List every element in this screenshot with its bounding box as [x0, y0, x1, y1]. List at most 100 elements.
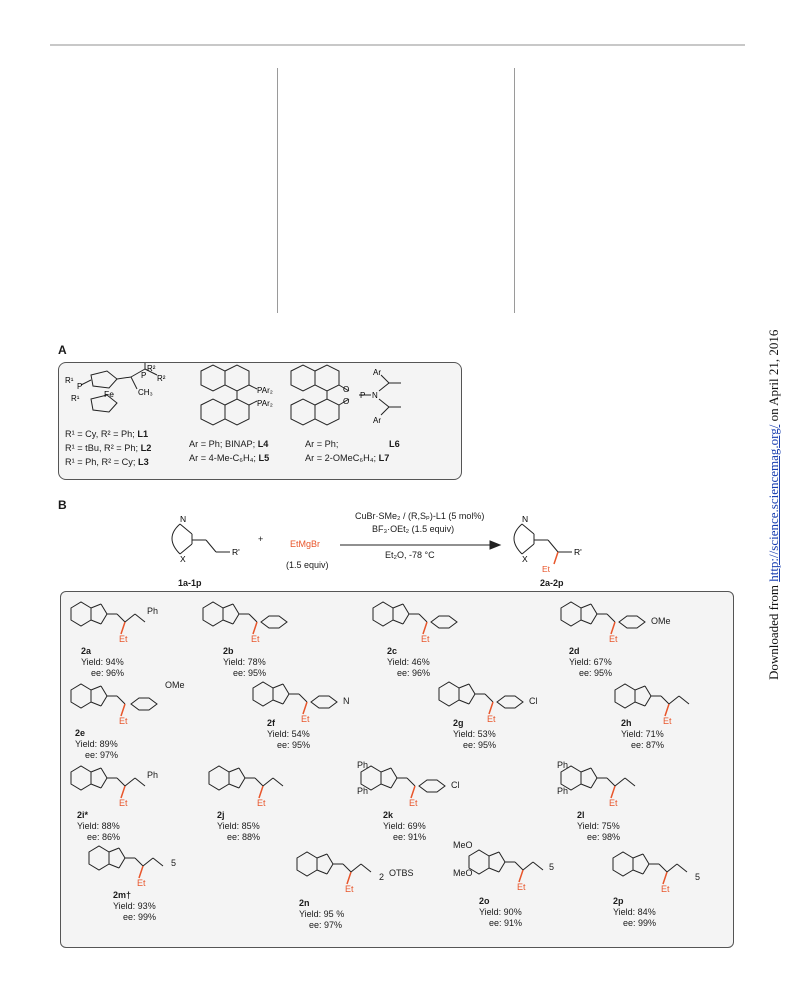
compound-2g: 2g Yield: 53% ee: 95%	[453, 718, 496, 751]
compound-2e: 2e Yield: 89% ee: 97%	[75, 728, 118, 761]
condition-2: BF₃·OEt₂ (1.5 equiv)	[372, 524, 455, 534]
compound-ee: ee: 98%	[587, 832, 621, 842]
scheme-et: Et	[542, 564, 551, 574]
ph-2l-top: Ph	[557, 760, 569, 770]
ligand-l7-id: L7	[378, 453, 390, 463]
compound-id: 2n	[299, 898, 310, 908]
top-rule	[50, 44, 745, 46]
et-label-2j: Et	[257, 798, 266, 808]
compound-yield: Yield: 67%	[569, 657, 612, 667]
o-label-top: O	[343, 385, 349, 394]
compound-ee: ee: 95%	[277, 740, 311, 750]
compound-yield: Yield: 78%	[223, 657, 266, 667]
r2-label-top: R²	[147, 364, 156, 373]
compound-yield: Yield: 95 %	[299, 909, 345, 919]
et-label-2o: Et	[517, 882, 526, 892]
product-id: 2a-2p	[540, 578, 564, 588]
compound-yield: Yield: 94%	[81, 657, 124, 667]
compound-id: 2h	[621, 718, 632, 728]
compound-yield: Yield: 75%	[577, 821, 620, 831]
ligand-l6: Ar = Ph; L6	[305, 439, 400, 449]
compound-ee: ee: 97%	[309, 920, 343, 930]
et-label-2e: Et	[119, 716, 128, 726]
otbs-2n: OTBS	[389, 868, 414, 878]
compound-id: 2m†	[113, 890, 132, 900]
ligand-l1: R¹ = Cy, R² = Ph; L1	[65, 429, 148, 439]
et-label-2a: Et	[119, 634, 128, 644]
ligand-l7-desc: Ar = 2-OMeC₆H₄;	[305, 453, 377, 463]
compound-ee: ee: 87%	[631, 740, 665, 750]
ph-2a: Ph	[147, 606, 159, 616]
compound-id: 2d	[569, 646, 580, 656]
ph-2k-top: Ph	[357, 760, 369, 770]
et-label-2m: Et	[137, 878, 146, 888]
compound-2i: 2i* Yield: 88% ee: 86%	[77, 810, 120, 843]
download-note-prefix: Downloaded from	[766, 581, 781, 680]
scheme-r-right: R'	[574, 547, 582, 557]
sub5-2o: 5	[549, 862, 555, 872]
ph-2i: Ph	[147, 770, 159, 780]
ligand-l3-desc: R¹ = Ph, R² = Cy;	[65, 457, 136, 467]
column-divider-left	[277, 68, 278, 313]
column-divider-right	[514, 68, 515, 313]
compound-2h: 2h Yield: 71% ee: 87%	[621, 718, 664, 751]
compound-yield: Yield: 90%	[479, 907, 522, 917]
compound-2k: 2k Yield: 69% ee: 91%	[383, 810, 426, 843]
sub5-2m: 5	[171, 858, 177, 868]
cl-2g: Cl	[529, 696, 538, 706]
ligand-l5: Ar = 4-Me-C₆H₄; L5	[189, 453, 269, 463]
compound-ee: ee: 95%	[233, 668, 267, 678]
meo-2o-top: MeO	[453, 840, 473, 850]
p-label-right: P	[141, 371, 146, 380]
compound-yield: Yield: 54%	[267, 729, 310, 739]
download-note: Downloaded from http://science.sciencema…	[760, 300, 790, 680]
r1-label-bottom: R¹	[71, 394, 80, 403]
scheme-n-right: N	[522, 514, 528, 524]
compound-yield: Yield: 71%	[621, 729, 664, 739]
condition-3: Et₂O, -78 °C	[385, 550, 435, 560]
compound-2n: 2n Yield: 95 % ee: 97%	[299, 898, 344, 931]
ligand-l7: Ar = 2-OMeC₆H₄; L7	[305, 453, 389, 463]
compound-2c: 2c Yield: 46% ee: 96%	[387, 646, 430, 679]
fe-label: Fe	[104, 389, 114, 399]
ligand-l2: R¹ = tBu, R² = Ph; L2	[65, 443, 151, 453]
ch3-label: CH₃	[138, 388, 153, 397]
ligand-l4: Ar = Ph; BINAP; L4	[189, 439, 268, 449]
ar-label-bottom: Ar	[373, 416, 381, 425]
compound-id: 2a	[81, 646, 92, 656]
product-structures	[70, 601, 690, 885]
ligand-l4-id: L4	[257, 439, 269, 449]
compound-yield: Yield: 53%	[453, 729, 496, 739]
compound-ee: ee: 91%	[489, 918, 523, 928]
et-label-2n: Et	[345, 884, 354, 894]
compound-2d: 2d Yield: 67% ee: 95%	[569, 646, 612, 679]
reaction-scheme: N X R' N X R' Et	[171, 514, 582, 574]
ligand-l2-desc: R¹ = tBu, R² = Ph;	[65, 443, 139, 453]
compound-yield: Yield: 88%	[77, 821, 120, 831]
compound-id: 2l	[577, 810, 585, 820]
compound-ee: ee: 86%	[87, 832, 121, 842]
ligand-l1-desc: R¹ = Cy, R² = Ph;	[65, 429, 135, 439]
compound-ee: ee: 88%	[227, 832, 261, 842]
et-label-2b: Et	[251, 634, 260, 644]
compound-ee: ee: 91%	[393, 832, 427, 842]
reagent-name: EtMgBr	[290, 539, 321, 549]
download-note-suffix: on April 21, 2016	[766, 329, 781, 425]
meo-2o-bottom: MeO	[453, 868, 473, 878]
compound-2m: 2m† Yield: 93% ee: 99%	[113, 890, 156, 923]
compound-id: 2p	[613, 896, 624, 906]
r2-label-right: R²	[157, 374, 166, 383]
compound-id: 2j	[217, 810, 225, 820]
cl-2k: Cl	[451, 780, 460, 790]
compound-2j: 2j Yield: 85% ee: 88%	[217, 810, 260, 843]
compound-2p: 2p Yield: 84% ee: 99%	[613, 896, 656, 929]
download-note-link[interactable]: http://science.sciencemag.org/	[766, 424, 781, 582]
condition-1: CuBr·SMe₂ / (R,Sₚ)-L1 (5 mol%)	[355, 511, 485, 521]
ligand-l5-desc: Ar = 4-Me-C₆H₄;	[189, 453, 256, 463]
compound-ee: ee: 96%	[397, 668, 431, 678]
ph-2l-bottom: Ph	[557, 786, 569, 796]
ligand-l6-desc: Ar = Ph;	[305, 439, 339, 449]
compound-2f: 2f Yield: 54% ee: 95%	[267, 718, 310, 751]
ligand-l4-desc: Ar = Ph; BINAP;	[189, 439, 256, 449]
compound-2o: 2o Yield: 90% ee: 91%	[479, 896, 522, 929]
